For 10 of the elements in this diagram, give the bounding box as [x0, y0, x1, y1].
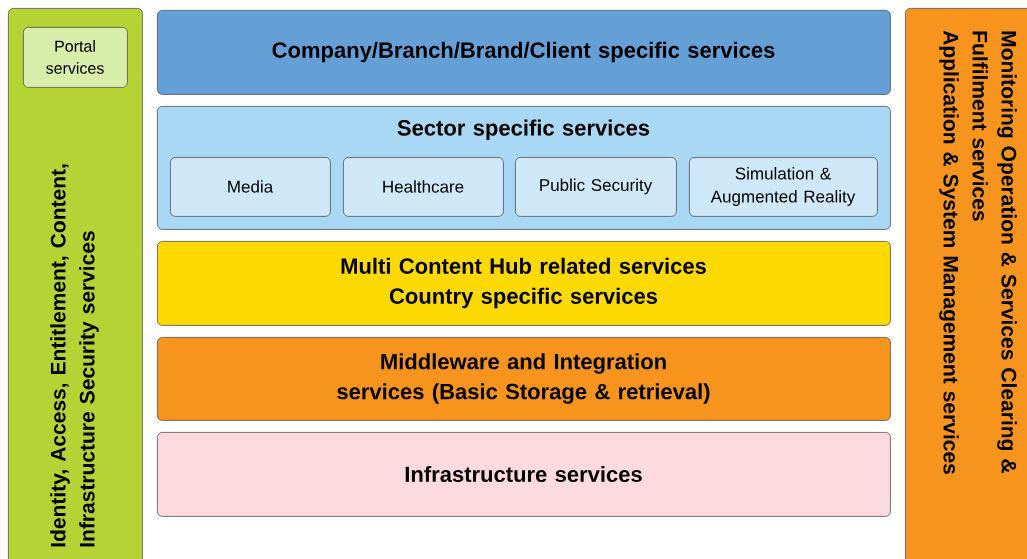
service-box: Portal services — [23, 27, 128, 88]
layer-box: Company/Branch/Brand/Client specific services — [157, 10, 891, 95]
service-box: Simulation & Augmented Reality — [689, 157, 878, 217]
service-box: Media — [170, 157, 331, 217]
service-box: Healthcare — [343, 157, 504, 217]
service-box: Public Security — [515, 157, 677, 217]
layer-box: Infrastructure services — [157, 432, 891, 517]
layer-box: Multi Content Hub related services Country specific services — [157, 241, 891, 326]
layer-box: Middleware and Integration services (Basic Storage & retrieval) — [157, 337, 891, 421]
side-band: Monitoring Operation & Services Clearing & Fulfilment services Application & System Management services — [905, 8, 1027, 559]
